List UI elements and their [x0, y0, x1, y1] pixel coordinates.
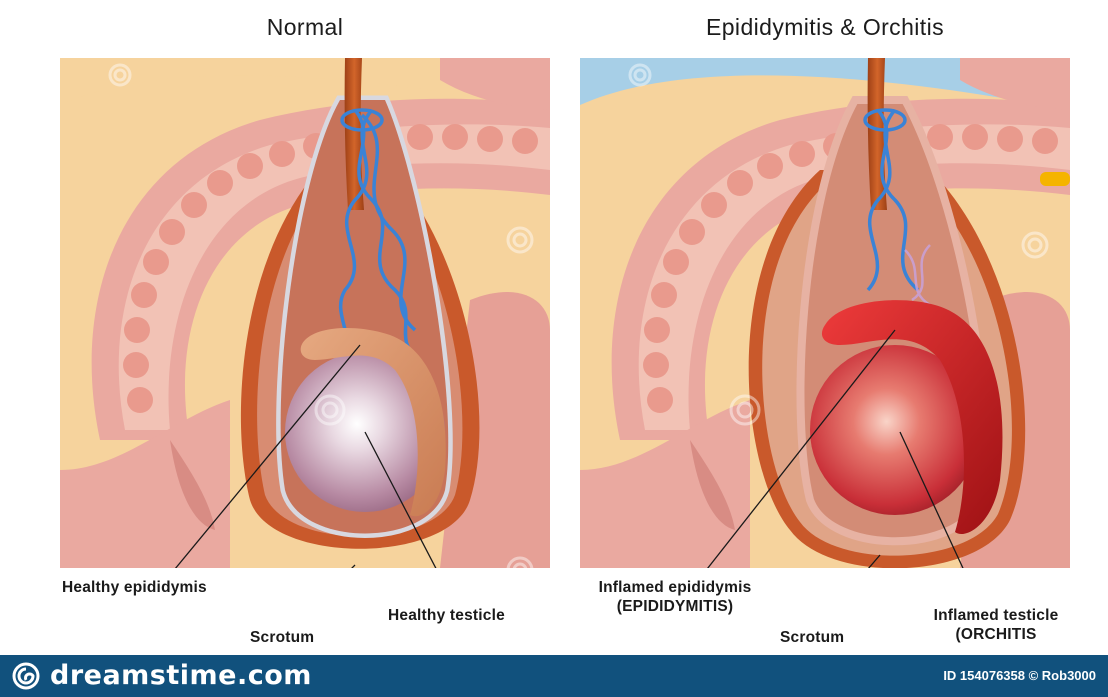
inflamed-panel [580, 58, 1070, 625]
label-inflamed-testicle-line1: Inflamed testicle [920, 606, 1072, 625]
footer-image-id: ID 154076358 © Rob3000 [943, 668, 1096, 683]
label-healthy-epididymis: Healthy epididymis [62, 578, 207, 597]
label-scrotum-right: Scrotum [780, 628, 844, 647]
label-healthy-testicle: Healthy testicle [388, 606, 505, 625]
label-orchitis: (ORCHITIS [920, 625, 1072, 644]
label-inflamed-epididymis-line1: Inflamed epididymis [582, 578, 768, 597]
label-epididymitis: (EPIDIDYMITIS) [582, 597, 768, 616]
label-scrotum-left: Scrotum [250, 628, 314, 647]
normal-panel [60, 58, 550, 630]
footer-bar: dreamstime.com ID 154076358 © Rob3000 [0, 655, 1108, 697]
dreamstime-swirl-icon [12, 662, 40, 690]
footer-brand[interactable]: dreamstime.com [50, 660, 312, 691]
label-inflamed-testicle: Inflamed testicle (ORCHITIS [920, 606, 1072, 644]
label-inflamed-epididymis: Inflamed epididymis (EPIDIDYMITIS) [582, 578, 768, 616]
